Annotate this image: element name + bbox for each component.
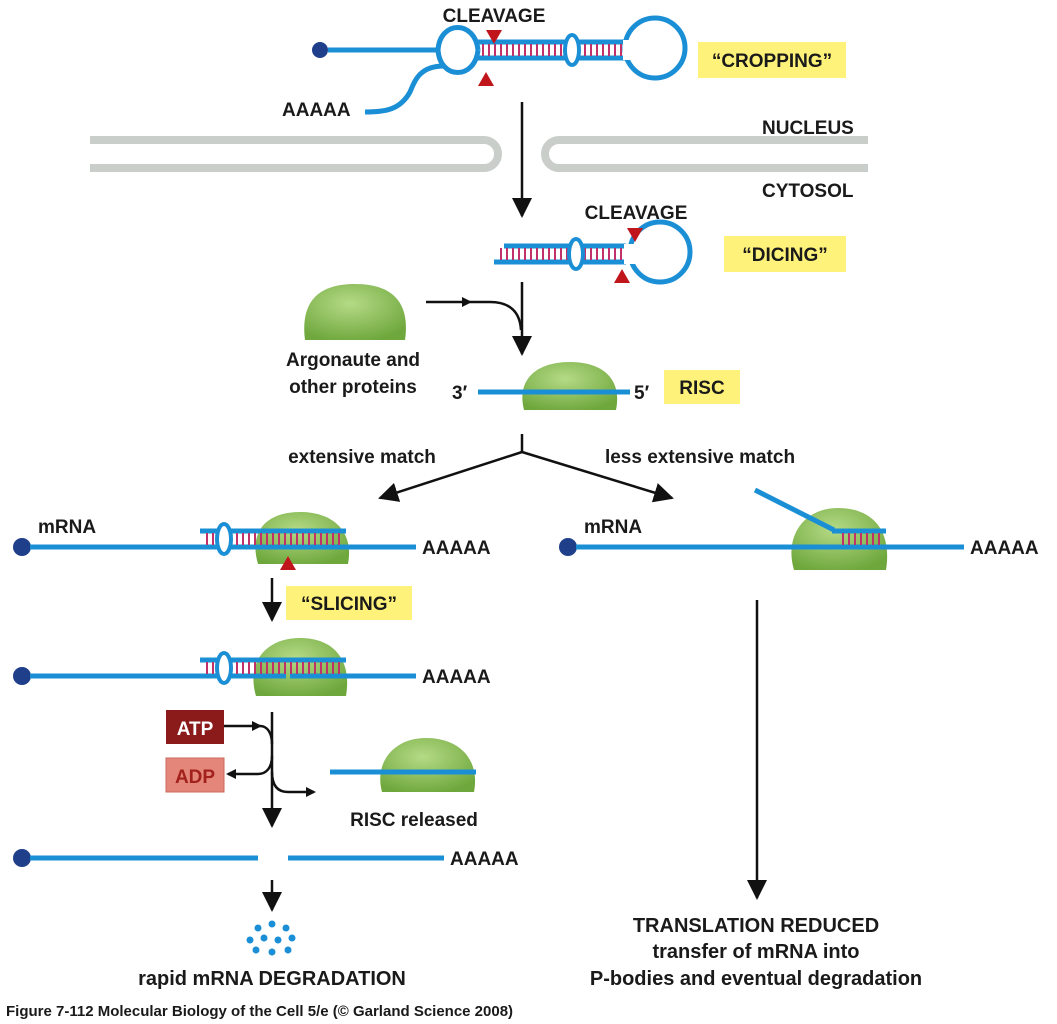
polya-label-right: AAAAA — [970, 538, 1039, 559]
cleaved-mrna — [13, 849, 444, 867]
argonaute-label-line2: other proteins — [289, 377, 417, 398]
svg-text:“CROPPING”: “CROPPING” — [712, 51, 832, 72]
polya-label-left-3: AAAAA — [450, 849, 519, 870]
cropping-tag: “CROPPING” — [698, 42, 846, 78]
adp-out-arrow — [228, 755, 274, 776]
pre-polya-tail-label: AAAAA — [282, 100, 351, 121]
degraded-fragments — [246, 920, 296, 956]
cleavage-marker — [614, 269, 630, 283]
cap-icon — [13, 667, 31, 685]
five-prime-label: 5′ — [634, 383, 650, 404]
mrna-risc-extensive — [13, 512, 416, 570]
released-risc — [380, 738, 476, 792]
mrna-risc-sliced — [13, 638, 416, 696]
svg-text:RISC: RISC — [679, 378, 725, 399]
cap-icon — [13, 849, 31, 867]
polya-label-left-2: AAAAA — [422, 667, 491, 688]
risc-released-label: RISC released — [350, 810, 478, 831]
risc-complex — [522, 362, 618, 410]
dicing-tag: “DICING” — [724, 236, 846, 272]
cleavage-marker — [478, 72, 494, 86]
pri-mirna-hairpin — [312, 15, 688, 115]
cap-icon — [559, 538, 577, 556]
svg-text:“DICING”: “DICING” — [742, 245, 828, 266]
figure-caption: Figure 7-112 Molecular Biology of the Ce… — [6, 1003, 513, 1020]
cytosol-label: CYTOSOL — [762, 181, 854, 202]
extensive-match-label: extensive match — [288, 447, 436, 468]
risc-release-arrow — [270, 771, 314, 794]
cap-icon — [13, 538, 31, 556]
arrow-extensive — [378, 450, 523, 502]
pre-mirna-hairpin — [494, 219, 693, 285]
atp-badge: ATP — [166, 710, 224, 744]
rapid-degradation-label: rapid mRNA DEGRADATION — [138, 968, 406, 990]
svg-text:“SLICING”: “SLICING” — [301, 594, 397, 615]
svg-text:ATP: ATP — [177, 719, 214, 740]
nuclear-envelope — [90, 136, 868, 172]
arrow-merge — [426, 300, 523, 331]
mrna-label-right: mRNA — [584, 517, 642, 538]
transfer-label-line1: transfer of mRNA into — [652, 941, 859, 963]
less-extensive-match-label: less extensive match — [605, 447, 795, 468]
mrna-label-left: mRNA — [38, 517, 96, 538]
translation-reduced-label: TRANSLATION REDUCED — [633, 915, 879, 937]
svg-text:ADP: ADP — [175, 767, 215, 788]
polya-label-left-1: AAAAA — [422, 538, 491, 559]
cleavage-marker — [627, 228, 643, 242]
cleavage-label-top: CLEAVAGE — [443, 6, 546, 27]
adp-badge: ADP — [165, 757, 225, 793]
mrna-risc-less-extensive — [559, 487, 964, 570]
transfer-label-line2: P-bodies and eventual degradation — [590, 968, 922, 990]
atp-in-arrow — [224, 724, 274, 745]
three-prime-label: 3′ — [452, 383, 468, 404]
cap-icon — [312, 42, 328, 58]
argonaute-protein — [304, 284, 406, 340]
argonaute-label-line1: Argonaute and — [286, 350, 420, 371]
cleavage-marker — [486, 30, 502, 44]
nucleus-label: NUCLEUS — [762, 118, 854, 139]
slicing-tag: “SLICING” — [286, 586, 412, 620]
cleavage-label-dicing: CLEAVAGE — [585, 203, 688, 224]
arrow-less-extensive — [521, 450, 674, 503]
slicing-site-marker — [280, 556, 296, 570]
risc-tag: RISC — [664, 370, 740, 404]
